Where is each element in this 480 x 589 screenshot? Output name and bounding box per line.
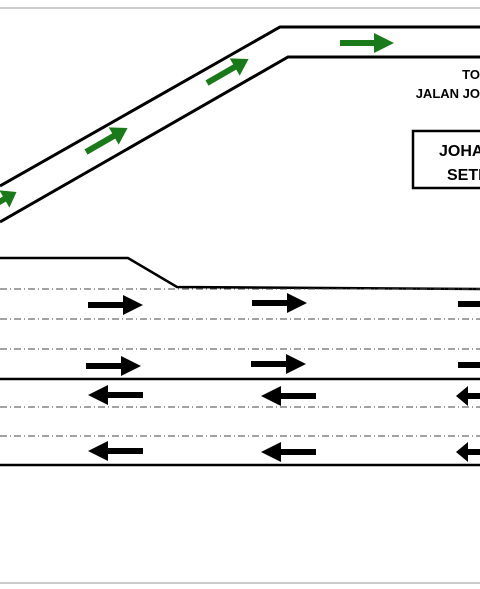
direction-label-line2: JALAN JO: [416, 86, 480, 101]
arrow-right-icon: [458, 362, 480, 368]
ramp-lower-edge: [0, 55, 480, 224]
arrow-right-icon: [251, 354, 306, 374]
arrow-right-icon: [458, 301, 480, 307]
ramp-arrow-icon: [205, 58, 249, 86]
ramp-arrow-icon: [340, 33, 394, 53]
direction-label-line1: TO: [462, 67, 480, 82]
arrow-left-icon: [261, 442, 316, 462]
main-road-top-edge: [0, 256, 480, 291]
arrow-right-icon: [252, 293, 307, 313]
arrow-right-icon: [86, 356, 141, 376]
ramp-arrow-icon: [84, 127, 128, 155]
arrow-left-icon: [88, 441, 143, 461]
destination-sign-line1: JOHA: [439, 143, 480, 160]
destination-sign-line2: SETI: [447, 167, 480, 184]
destination-sign: JOHA SETI: [411, 129, 480, 190]
arrow-left-icon: [261, 386, 316, 406]
ramp-upper-edge: [0, 25, 480, 188]
arrow-left-icon: [456, 442, 480, 462]
arrow-right-icon: [88, 295, 143, 315]
arrow-left-icon: [88, 385, 143, 405]
arrow-left-icon: [456, 386, 480, 406]
ramp-arrow-icon: [0, 190, 17, 208]
